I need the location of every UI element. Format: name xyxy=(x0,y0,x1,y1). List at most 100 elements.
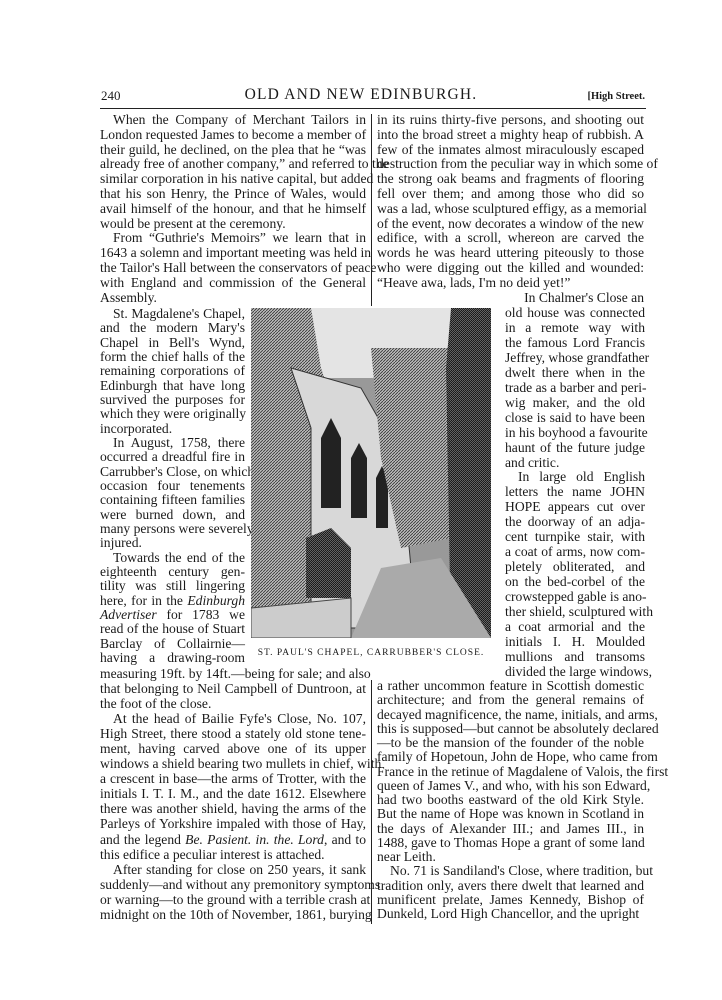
text-line: form the chief halls of the xyxy=(100,348,245,364)
text-line: Advertiser for 1783 we xyxy=(100,606,245,622)
text-line: letters the name JOHN xyxy=(505,484,645,500)
text-line: Edinburgh that have long xyxy=(100,377,245,393)
text-line: who were digging out the killed and woun… xyxy=(377,259,644,275)
text-line: that his son Henry, the Prince of Wales,… xyxy=(100,185,366,201)
text-line: But the name of Hope was known in Scotla… xyxy=(377,806,644,822)
text-line: Towards the end of the xyxy=(113,549,245,565)
text-line: France in the retinue of Magdalene of Va… xyxy=(377,763,669,779)
text-line: munificent prelate, James Kennedy, Bisho… xyxy=(377,891,644,907)
column-rule-top xyxy=(371,114,372,306)
text-line: survived the purposes for xyxy=(100,391,245,407)
text-line: avail himself of the honour, and that he… xyxy=(100,200,366,216)
text-line: in its ruins thirty-five persons, and sh… xyxy=(377,112,644,127)
text-line: old house was connected xyxy=(505,305,645,320)
text-block-right-bottom: a rather uncommon feature in Scottish do… xyxy=(377,678,668,921)
text-line: architecture; and from the general remai… xyxy=(377,692,644,708)
text-line: When the Company of Merchant Tailors in xyxy=(113,112,366,127)
text-line: into the broad street a mighty heap of r… xyxy=(377,126,644,142)
text-line: —to be the mansion of the founder of the… xyxy=(377,735,644,750)
italic-title: Advertiser xyxy=(100,606,157,622)
section-heading: [High Street. xyxy=(587,91,645,102)
text-line: had two booths eastward of the old Kirk … xyxy=(377,792,644,807)
text-line: would be present at the ceremony. xyxy=(100,215,286,231)
text-line: a coat of arms, now com- xyxy=(505,544,645,560)
text-line: Dunkeld, Lord High Chancellor, and the u… xyxy=(377,906,640,921)
text-line: No. 71 is Sandiland's Close, where tradi… xyxy=(390,863,653,879)
text-line: words he was heard uttering piteously to… xyxy=(377,245,644,261)
text-line: here, for in the Edinburgh xyxy=(100,592,245,608)
text-line: tility was still lingering xyxy=(100,578,245,594)
text-line: or warning—to the ground with a terrible… xyxy=(100,891,371,907)
text-line: edifice, with a scroll, whereon are carv… xyxy=(377,230,644,246)
italic-title: Edinburgh xyxy=(187,592,245,608)
text-line: mullions and transoms xyxy=(505,648,645,664)
text-line: similar corporation in his native capita… xyxy=(100,171,374,187)
text-line: near Leith. xyxy=(377,849,436,864)
text-line: were burned down, and xyxy=(100,506,245,522)
text-line: close is said to have been xyxy=(505,409,645,425)
text-line: a crescent in base—the arms of Trotter, … xyxy=(100,771,366,787)
text-line: eighteenth century gen- xyxy=(100,563,245,579)
text-line: a coat armorial and the xyxy=(505,619,645,635)
text-line: occasion four tenements xyxy=(100,477,245,493)
text-line: initials I. H. Moulded xyxy=(505,633,645,649)
text-line: which they were originally xyxy=(100,406,247,422)
text-line: and the legend Be. Pasient. in. the. Lor… xyxy=(100,831,367,847)
text-line: the foot of the close. xyxy=(100,696,212,712)
text-line: queen of James V., and who, with his son… xyxy=(377,777,651,793)
text-line: Carrubber's Close, on which xyxy=(100,463,255,479)
text-line: dwelt there when in the xyxy=(505,364,645,380)
text-line: incorporated. xyxy=(100,420,173,436)
text-line: measuring 19ft. by 14ft.—being for sale;… xyxy=(100,666,371,681)
text-line: the strong oak beams and fragments of fl… xyxy=(377,171,644,187)
text-line: was a lad, whose sculptured effigy, as a… xyxy=(377,200,647,216)
column-rule-bottom xyxy=(371,680,372,924)
text-line: containing fifteen families xyxy=(100,492,245,508)
text-line: in a remote way with xyxy=(505,319,645,335)
text-line: ther shield, sculptured with xyxy=(505,604,653,620)
text-block-left-bottom: measuring 19ft. by 14ft.—being for sale;… xyxy=(100,666,381,922)
text-line: initials I. T. I. M., and the date 1612.… xyxy=(100,786,366,802)
text-line: already free of another company,” and re… xyxy=(100,156,389,172)
text-line: the Tailor's Hall between the conservato… xyxy=(100,259,377,275)
text-line: wig maker, and the old xyxy=(505,394,645,410)
text-line: the famous Lord Francis xyxy=(505,334,645,350)
text-line: destruction from the peculiar way in whi… xyxy=(377,156,658,172)
text-line: London requested James to become a membe… xyxy=(100,126,367,142)
text-line: of the event, now decorates a window of … xyxy=(377,215,644,231)
text-line: Barclay of Collairnie— xyxy=(100,635,245,651)
text-line: there was another shield, having the arm… xyxy=(100,801,366,817)
text-block-right-top: in its ruins thirty-five persons, and sh… xyxy=(377,112,658,304)
text-line: occurred a dreadful fire in xyxy=(100,449,245,465)
illustration-st-pauls-chapel xyxy=(251,308,491,638)
text-line: St. Magdalene's Chapel, xyxy=(113,306,245,321)
text-line: haunt of the future judge xyxy=(505,439,645,455)
text-line: with England and commission of the Gener… xyxy=(100,274,366,290)
text-line: the days of Alexander III.; and James II… xyxy=(377,820,644,836)
text-line: family of Hopetoun, John de Hope, who ca… xyxy=(377,749,658,765)
header-rule xyxy=(100,108,646,109)
text-line: Parleys of Yorkshire impaled with those … xyxy=(100,816,366,832)
text-line: At the head of Bailie Fyfe's Close, No. … xyxy=(113,711,366,727)
figure-caption: ST. PAUL'S CHAPEL, CARRUBBER'S CLOSE. xyxy=(257,648,485,658)
text-line: crowstepped gable is ano- xyxy=(505,589,647,605)
text-line: tradition only, avers there dwelt that l… xyxy=(377,877,644,893)
text-line: ment, having carved above one of its upp… xyxy=(100,741,366,757)
text-line: few of the inmates almost miraculously e… xyxy=(377,141,644,157)
text-line: remaining corporations of xyxy=(100,363,245,379)
text-block-left-narrow: St. Magdalene's Chapel,and the modern Ma… xyxy=(100,306,254,665)
text-line: In large old English xyxy=(518,469,645,485)
text-line: on the bed-corbel of the xyxy=(505,574,645,590)
page-number: 240 xyxy=(101,88,121,103)
text-line: having a drawing-room xyxy=(100,649,245,665)
text-line: fell over them; and among those who did … xyxy=(377,185,644,201)
text-line: this is supposed—but cannot be absolutel… xyxy=(377,720,659,736)
text-line: their guild, he declined, on the plea th… xyxy=(100,141,366,157)
text-line: trade as a barber and peri- xyxy=(505,379,647,395)
text-line: a rather uncommon feature in Scottish do… xyxy=(377,678,644,693)
italic-title: Be. Pasient. in. the. Lord xyxy=(185,831,324,847)
text-line: and critic. xyxy=(505,454,560,470)
text-line: In August, 1758, there xyxy=(113,434,245,450)
